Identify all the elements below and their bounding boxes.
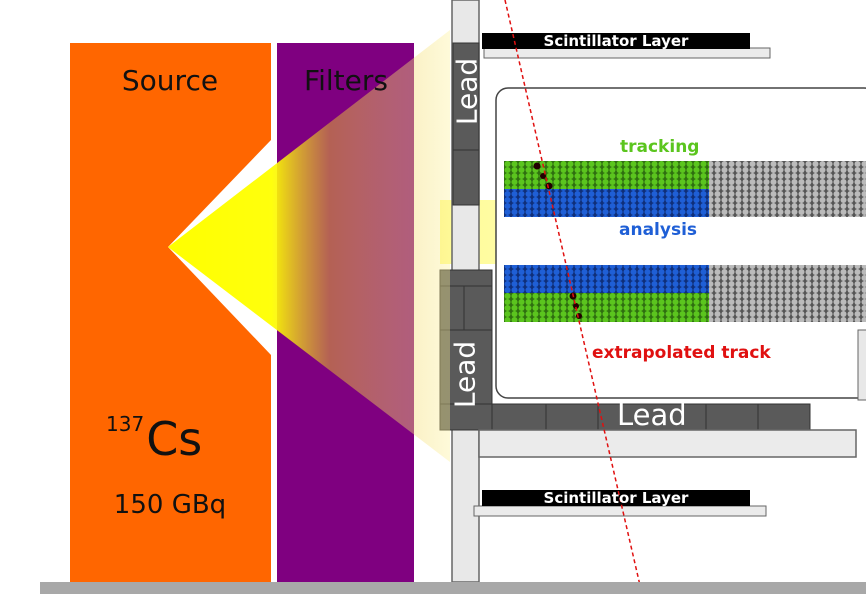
activity-label: 150 GBq xyxy=(113,490,227,520)
lead-label-bottom-horizontal: Lead xyxy=(617,398,687,432)
scintillator-bottom-label: Scintillator Layer xyxy=(543,489,689,507)
lead-label-top: Lead xyxy=(450,57,484,126)
lead-column-top xyxy=(452,42,480,206)
scintillator-top xyxy=(482,33,750,49)
scintillator-bottom xyxy=(482,490,750,506)
right-plate xyxy=(857,329,866,401)
tracking-label: tracking xyxy=(620,137,700,157)
frame-horizontal-bar xyxy=(478,429,857,458)
fiber-module-bottom xyxy=(504,265,866,322)
fiber-module-top xyxy=(504,161,866,217)
extrapolated-track-label: extrapolated track xyxy=(592,343,771,363)
scintillator-bottom-frame xyxy=(473,505,767,517)
extrapolated-track-line xyxy=(504,0,643,594)
isotope-label: 137Cs xyxy=(106,412,202,466)
filters-label: Filters xyxy=(304,64,388,97)
isotope-symbol: Cs xyxy=(146,412,203,466)
isotope-mass-number: 137 xyxy=(106,412,145,436)
scintillator-top-label: Scintillator Layer xyxy=(543,32,689,50)
base-bar xyxy=(40,582,866,594)
lead-row-bottom xyxy=(491,403,811,431)
analysis-label: analysis xyxy=(619,220,698,240)
source-label: Source xyxy=(121,64,219,97)
gamma-beam-cone xyxy=(168,30,450,462)
lead-label-bottom-vertical: Lead xyxy=(448,340,482,409)
